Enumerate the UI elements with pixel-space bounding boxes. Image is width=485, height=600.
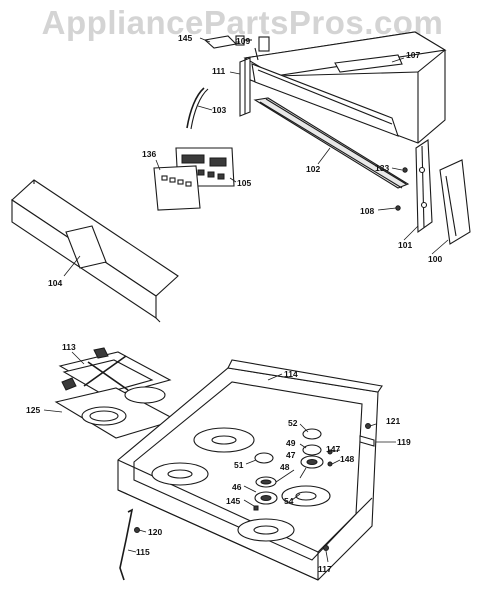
label-107: 107 <box>406 50 420 60</box>
screw-121 <box>365 423 371 429</box>
burner-bowls <box>151 427 331 542</box>
burner-caps <box>253 428 324 511</box>
cooktop-114 <box>117 359 383 581</box>
side-bracket-101 <box>415 139 433 234</box>
rod-103-edge <box>190 88 209 130</box>
label-121: 121 <box>386 416 400 426</box>
label-105: 105 <box>237 178 251 188</box>
bracket-119 <box>359 435 375 447</box>
label-54: 54 <box>284 496 294 506</box>
support-rod-115 <box>119 508 134 581</box>
end-cap-100 <box>439 159 471 245</box>
label-111: 111 <box>212 66 226 76</box>
vent-strip-102 <box>253 97 410 189</box>
label-133: 133 <box>375 163 389 173</box>
label-48: 48 <box>280 462 290 472</box>
screw-108 <box>395 205 401 211</box>
callout-labels: 145 109 107 111 103 136 105 102 133 108 … <box>26 33 442 574</box>
upper-trim-panel <box>251 63 399 137</box>
label-119: 119 <box>397 437 411 447</box>
label-136: 136 <box>142 149 156 159</box>
label-46: 46 <box>232 482 242 492</box>
site-watermark: AppliancePartsPros.com <box>41 4 444 41</box>
label-47: 47 <box>286 450 296 460</box>
label-114: 114 <box>284 369 298 379</box>
end-bracket-111 <box>239 57 251 117</box>
label-100: 100 <box>428 254 442 264</box>
label-109: 109 <box>236 36 250 46</box>
label-115: 115 <box>136 547 150 557</box>
overlay-136 <box>153 165 201 211</box>
label-101: 101 <box>398 240 412 250</box>
label-103: 103 <box>212 105 226 115</box>
label-145-top: 145 <box>178 33 192 43</box>
screw-133 <box>402 167 408 173</box>
screw-120 <box>134 527 140 533</box>
leader-lines <box>43 37 449 563</box>
label-104: 104 <box>48 278 62 288</box>
rod-103 <box>186 87 205 129</box>
label-52: 52 <box>288 418 298 428</box>
control-panel-104 <box>11 179 179 323</box>
screw-117 <box>323 545 329 551</box>
label-147: 147 <box>326 444 340 454</box>
grate-tray-125 <box>54 386 178 439</box>
bracket-109 <box>203 35 252 49</box>
label-49: 49 <box>286 438 296 448</box>
label-102: 102 <box>306 164 320 174</box>
label-125: 125 <box>26 405 40 415</box>
burner-grate-113 <box>58 347 172 397</box>
label-108: 108 <box>360 206 374 216</box>
label-148: 148 <box>340 454 354 464</box>
label-145-bottom: 145 <box>226 496 240 506</box>
label-51: 51 <box>234 460 244 470</box>
label-113: 113 <box>62 342 76 352</box>
label-117: 117 <box>318 564 332 574</box>
label-120: 120 <box>148 527 162 537</box>
screw-148 <box>327 461 333 467</box>
